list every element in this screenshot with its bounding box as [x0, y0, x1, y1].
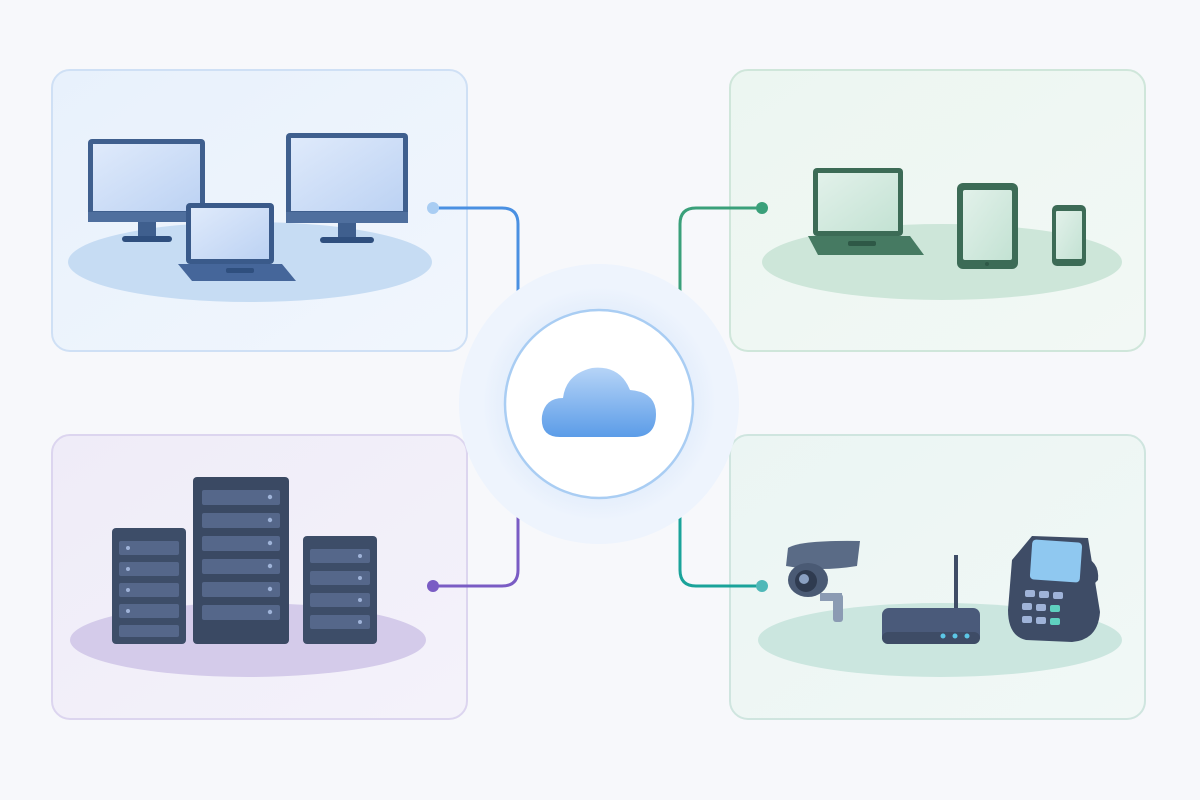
- servers-group: [51, 434, 468, 720]
- connector-iot: [678, 490, 764, 588]
- tablet-icon: [957, 183, 1018, 269]
- server-rack-icon: [303, 536, 377, 644]
- desktop-monitor-icon: [286, 133, 408, 243]
- endpoints-group: [51, 69, 468, 352]
- iot-group: [729, 434, 1146, 720]
- server-rack-icon: [112, 528, 186, 644]
- laptop-icon: [178, 203, 296, 281]
- desktop-monitor-icon: [88, 139, 205, 242]
- payment-terminal-icon: [1008, 536, 1100, 642]
- cloud-icon: [541, 367, 656, 437]
- connector-endpoints: [431, 206, 520, 317]
- router-icon: [882, 555, 980, 644]
- cloud-hub: [459, 264, 739, 544]
- connector-mobile: [678, 206, 764, 317]
- security-camera-icon: [786, 540, 860, 622]
- connector-servers: [431, 490, 520, 588]
- mobile-group: [729, 69, 1146, 352]
- smartphone-icon: [1052, 205, 1086, 266]
- laptop-icon: [808, 168, 924, 255]
- server-rack-icon: [193, 477, 289, 644]
